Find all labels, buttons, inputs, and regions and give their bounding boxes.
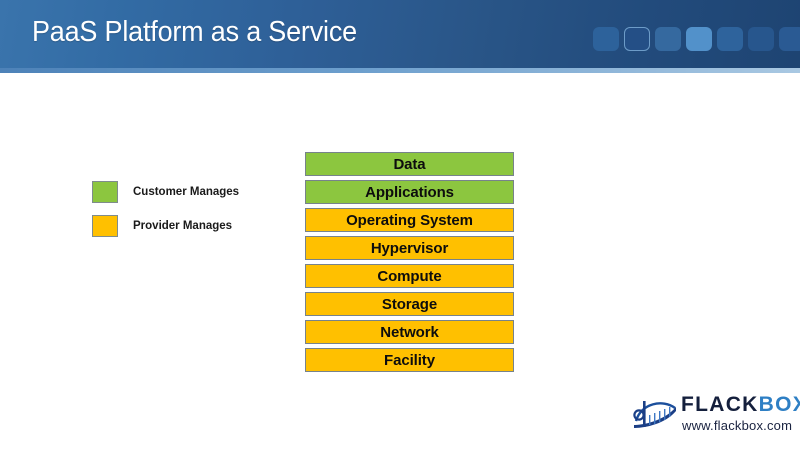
flackbox-logo: FLACKBOX www.flackbox.com: [631, 391, 800, 441]
logo-url: www.flackbox.com: [682, 418, 793, 433]
decor-square-6: [748, 27, 774, 51]
legend-swatch: [92, 181, 118, 203]
decor-square-3: [655, 27, 681, 51]
stack-layer-label: Operating System: [346, 211, 473, 229]
stack-layer-label: Compute: [377, 267, 442, 285]
stack-layer-label: Facility: [384, 351, 435, 369]
logo-wordmark: FLACKBOX: [681, 394, 800, 415]
logo-wordmark-flack: FLACK: [681, 393, 759, 416]
legend-label: Provider Manages: [133, 220, 233, 232]
stack-layer-operating-system: Operating System: [305, 208, 514, 232]
legend-item: Provider Manages: [92, 215, 239, 237]
stack-layer-label: Storage: [381, 295, 438, 313]
header-underline-strip: [0, 68, 800, 73]
stack-layer-network: Network: [305, 320, 514, 344]
stack-layer-facility: Facility: [305, 348, 514, 372]
legend-label: Customer Manages: [133, 186, 240, 198]
logo-wordmark-box: BOX: [758, 393, 800, 416]
decor-square-2: [624, 27, 650, 51]
header-decoration-squares: [593, 27, 800, 51]
stack-layer-label: Applications: [365, 183, 454, 201]
decor-square-7: [779, 27, 800, 51]
decor-square-1: [593, 27, 619, 51]
legend-swatch: [92, 215, 118, 237]
bridge-icon: [633, 401, 676, 428]
decor-square-4: [686, 27, 712, 51]
stack-layer-label: Network: [380, 323, 439, 341]
stack-layer-applications: Applications: [305, 180, 514, 204]
legend-item: Customer Manages: [92, 181, 239, 203]
stack-layer-hypervisor: Hypervisor: [305, 236, 514, 260]
stack-layer-data: Data: [305, 152, 514, 176]
page-title: PaaS Platform as a Service: [32, 16, 357, 48]
slide-header: PaaS Platform as a Service: [0, 0, 800, 68]
stack-layer-compute: Compute: [305, 264, 514, 288]
decor-square-5: [717, 27, 743, 51]
stack-layer-label: Data: [393, 155, 426, 173]
stack-layer-storage: Storage: [305, 292, 514, 316]
stack-layer-label: Hypervisor: [370, 239, 449, 257]
